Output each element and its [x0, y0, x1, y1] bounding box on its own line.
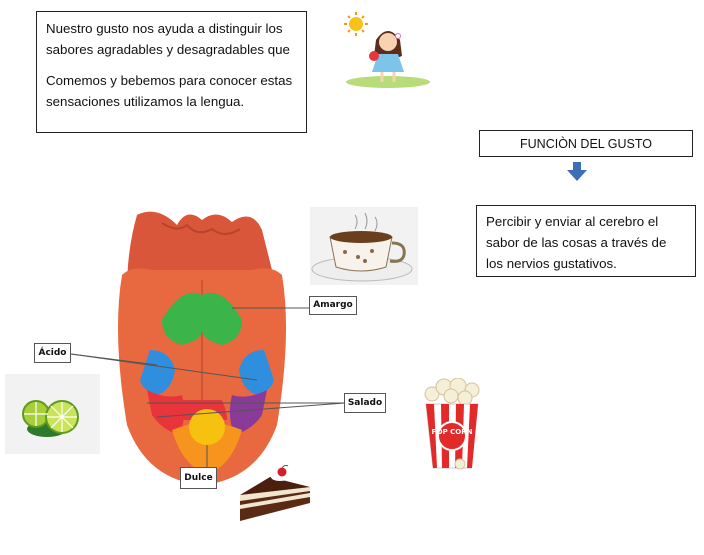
label-acido: Ácido	[34, 343, 71, 363]
sweet-zone	[189, 409, 225, 445]
sour-zone-right	[239, 350, 274, 395]
function-title-box: FUNCIÒN DEL GUSTO	[479, 130, 693, 157]
popcorn-text: POP CORN	[432, 428, 473, 436]
intro-text-box: Nuestro gusto nos ayuda a distinguir los…	[36, 11, 307, 133]
tongue-diagram	[70, 211, 346, 485]
sun-icon	[344, 12, 368, 36]
salty-zone-right	[229, 390, 267, 435]
function-description-box: Percibir y enviar al cerebro el sabor de…	[476, 205, 696, 277]
label-dulce: Dulce	[180, 467, 217, 489]
intro-line-1: Nuestro gusto nos ayuda a distinguir los…	[46, 21, 290, 57]
intro-line-2: Comemos y bebemos para conocer estas sen…	[46, 73, 293, 109]
coffee-cup-illustration	[310, 207, 418, 285]
label-salado: Salado	[344, 393, 386, 413]
sour-zone-left	[140, 350, 175, 395]
arrow-down-icon	[567, 162, 587, 181]
popcorn-illustration: POP CORN	[424, 378, 480, 470]
salty-zone-left	[147, 390, 185, 435]
bitter-zone	[162, 292, 242, 345]
cake-slice-illustration	[240, 465, 310, 521]
label-amargo: Amargo	[309, 296, 357, 315]
girl-eating-illustration	[344, 12, 430, 88]
limes-illustration	[5, 374, 100, 454]
